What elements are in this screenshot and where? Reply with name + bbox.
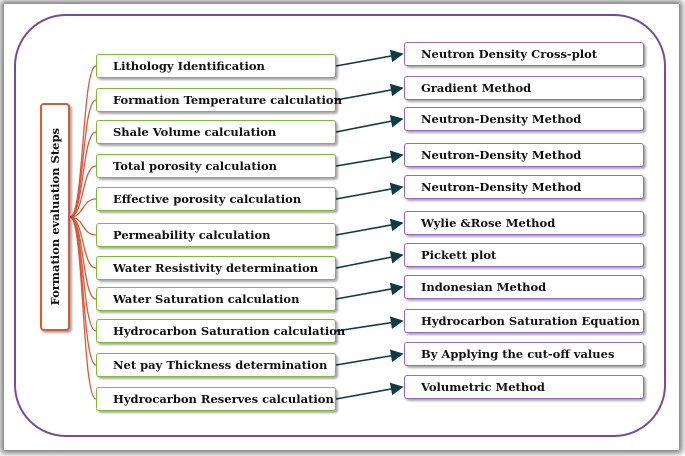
method-gradient: Gradient Method (404, 76, 644, 100)
method-indonesian: Indonesian Method (404, 275, 644, 299)
step-hydrocarbon-saturation: Hydrocarbon Saturation calculation (96, 319, 345, 343)
method-neutron-density-crossplot: Neutron Density Cross-plot (404, 42, 644, 66)
step-total-porosity: Total porosity calculation (96, 154, 336, 178)
step-effective-porosity: Effective porosity calculation (96, 187, 336, 211)
step-formation-temperature: Formation Temperature calculation (96, 88, 342, 112)
step-lithology-identification: Lithology Identification (96, 54, 336, 78)
step-water-saturation: Water Saturation calculation (96, 287, 336, 311)
method-wylie-rose: Wylie &Rose Method (404, 211, 644, 235)
method-volumetric: Volumetric Method (404, 375, 644, 399)
root-node: Formation evaluation Steps (40, 103, 70, 331)
method-neutron-density-shale: Neutron-Density Method (404, 107, 644, 131)
method-neutron-density-effective: Neutron-Density Method (404, 175, 644, 199)
method-hydrocarbon-saturation-equation: Hydrocarbon Saturation Equation (404, 309, 644, 333)
root-label: Formation evaluation Steps (48, 128, 62, 306)
step-permeability: Permeability calculation (96, 223, 336, 247)
step-water-resistivity: Water Resistivity determination (96, 256, 336, 280)
method-neutron-density-total: Neutron-Density Method (404, 143, 644, 167)
method-cutoff-values: By Applying the cut-off values (404, 342, 644, 366)
step-net-pay-thickness: Net pay Thickness determination (96, 353, 336, 377)
method-pickett-plot: Pickett plot (404, 243, 644, 267)
step-hydrocarbon-reserves: Hydrocarbon Reserves calculation (96, 387, 336, 411)
step-shale-volume: Shale Volume calculation (96, 120, 336, 144)
